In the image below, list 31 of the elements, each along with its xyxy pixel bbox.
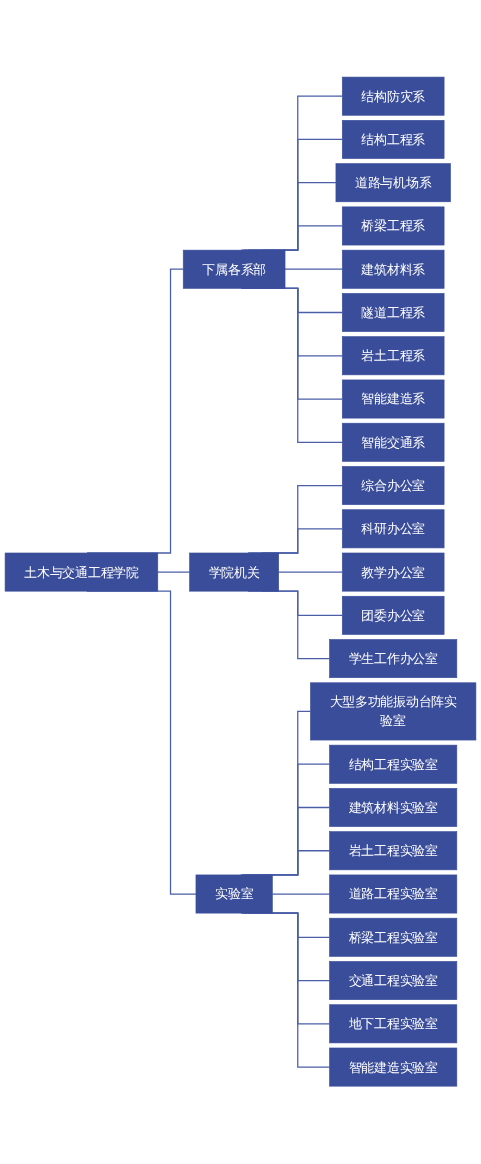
node-box: 智能建造系 <box>342 380 445 419</box>
node-box: 学生工作办公室 <box>329 639 458 679</box>
node-box: 结构防灾系 <box>342 77 445 116</box>
node-box: 土木与交通工程学院 <box>4 553 159 592</box>
node-box: 教学办公室 <box>342 553 445 592</box>
connector <box>278 571 343 574</box>
node-box: 岩土工程实验室 <box>329 831 458 871</box>
node-box: 道路与机场系 <box>335 163 451 203</box>
connector <box>157 571 191 574</box>
node-box: 地下工程实验室 <box>329 1004 458 1044</box>
node-box: 桥梁工程实验室 <box>329 918 458 958</box>
node-box: 岩土工程系 <box>342 336 445 376</box>
node-box: 大型多功能振动台阵实验室 <box>310 682 477 741</box>
node-box: 实验室 <box>195 874 273 914</box>
node-box: 智能建造实验室 <box>329 1048 458 1087</box>
node-box: 学院机关 <box>189 553 279 592</box>
node-box: 结构工程实验室 <box>329 745 458 784</box>
node-box: 道路工程实验室 <box>329 874 458 914</box>
node-box: 科研办公室 <box>342 509 445 549</box>
node-box: 建筑材料系 <box>342 250 445 289</box>
node-box: 智能交通系 <box>342 423 445 463</box>
node-box: 交通工程实验室 <box>329 961 458 1001</box>
node-box: 结构工程系 <box>342 120 445 160</box>
node-box: 桥梁工程系 <box>342 206 445 246</box>
node-box: 隧道工程系 <box>342 293 445 333</box>
connector <box>284 268 343 271</box>
node-box: 下属各系部 <box>182 250 286 289</box>
node-box: 建筑材料实验室 <box>329 788 458 828</box>
node-box: 综合办公室 <box>342 466 445 506</box>
connector <box>271 893 331 896</box>
node-box: 团委办公室 <box>342 596 445 636</box>
